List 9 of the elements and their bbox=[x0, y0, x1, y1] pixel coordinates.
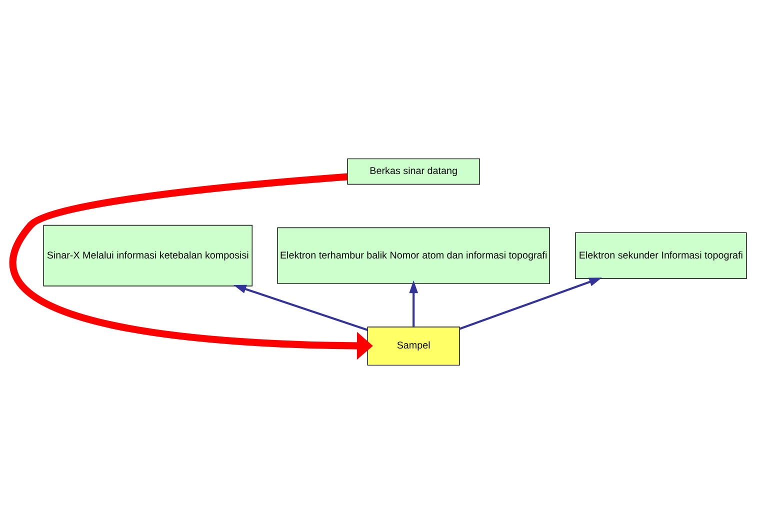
node-box: Sampel bbox=[367, 326, 460, 366]
arrow bbox=[10, 173, 373, 360]
arrow bbox=[233, 284, 368, 331]
node-box: Elektron terhambur balik Nomor atom dan informasi topografi bbox=[277, 227, 550, 284]
node-box: Sinar-X Melalui informasi ketebalan komposisi bbox=[43, 224, 252, 286]
arrow bbox=[409, 280, 418, 327]
node-box: Berkas sinar datang bbox=[347, 158, 480, 185]
arrow bbox=[459, 278, 602, 330]
node-box: Elektron sekunder Informasi topografi bbox=[575, 232, 747, 279]
